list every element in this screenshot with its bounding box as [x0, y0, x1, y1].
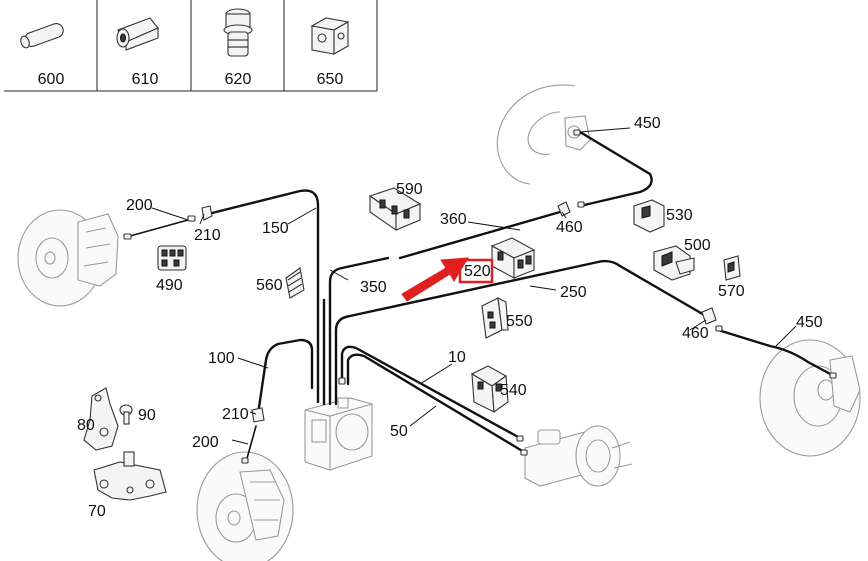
pipe-150[interactable] [210, 189, 320, 390]
callout-360[interactable]: 360 [440, 211, 467, 228]
rear-right-brake-disc-bottom [759, 339, 861, 457]
part-490-clip[interactable] [157, 245, 187, 271]
callout-250[interactable]: 250 [560, 284, 587, 301]
rear-right-brake-disc-top [496, 84, 591, 185]
callout-590[interactable]: 590 [396, 181, 423, 198]
brake-pipes [129, 130, 836, 463]
callout-350[interactable]: 350 [360, 279, 387, 296]
part-620-fitting-icon[interactable] [223, 8, 253, 57]
callout-10[interactable]: 10 [448, 349, 466, 366]
pipe-10[interactable] [340, 345, 522, 440]
callout-90[interactable]: 90 [138, 407, 156, 424]
master-cylinder-booster [524, 425, 633, 487]
header-parts-table: 600 610 620 650 [4, 0, 378, 92]
callout-100[interactable]: 100 [208, 350, 235, 367]
callout-520[interactable]: 520 [464, 263, 491, 280]
callout-460[interactable]: 460 [556, 219, 583, 236]
highlight-box[interactable] [458, 258, 494, 284]
pipe-360[interactable] [398, 210, 562, 260]
callout-450[interactable]: 450 [796, 314, 823, 331]
highlight-annotation [401, 257, 494, 302]
part-90-bolt[interactable] [119, 404, 133, 425]
part-610-hex-coupling-icon[interactable] [116, 17, 159, 51]
callout-50[interactable]: 50 [390, 423, 408, 440]
leader-lines [151, 127, 797, 445]
callout-570[interactable]: 570 [718, 283, 745, 300]
callout-500[interactable]: 500 [684, 237, 711, 254]
pipe-450-top[interactable] [578, 130, 653, 208]
part-570-bracket[interactable] [723, 255, 741, 281]
pipe-350[interactable] [328, 256, 390, 390]
part-number-label: 610 [132, 71, 159, 88]
part-number-label: 600 [38, 71, 65, 88]
front-bottom-brake-disc [196, 451, 294, 561]
callout-490[interactable]: 490 [156, 277, 183, 294]
part-80-bracket[interactable] [83, 387, 119, 451]
pipe-50[interactable] [346, 353, 526, 454]
pipe-450-bottom[interactable] [716, 328, 836, 378]
part-590-clip-block[interactable] [368, 187, 422, 232]
callout-560[interactable]: 560 [256, 277, 283, 294]
part-540-clip[interactable] [470, 365, 509, 414]
callout-210[interactable]: 210 [222, 406, 249, 423]
part-70-bracket[interactable] [93, 451, 167, 501]
part-520-clip-block[interactable] [490, 237, 536, 279]
callout-80[interactable]: 80 [77, 417, 95, 434]
callout-150[interactable]: 150 [262, 220, 289, 237]
callout-450[interactable]: 450 [634, 115, 661, 132]
part-530-bracket[interactable] [633, 199, 665, 233]
part-650-block-icon[interactable] [310, 17, 350, 55]
callout-200[interactable]: 200 [192, 434, 219, 451]
callout-200[interactable]: 200 [126, 197, 153, 214]
pipe-fittings [123, 129, 837, 464]
front-left-brake-disc [17, 209, 119, 307]
part-550-clip[interactable] [481, 297, 509, 339]
part-560-holder[interactable] [285, 267, 305, 299]
callout-550[interactable]: 550 [506, 313, 533, 330]
callout-70[interactable]: 70 [88, 503, 106, 520]
highlight-arrow [401, 257, 469, 302]
callout-210[interactable]: 210 [194, 227, 221, 244]
pipe-250[interactable] [334, 259, 708, 390]
part-number-label: 650 [317, 71, 344, 88]
callout-540[interactable]: 540 [500, 382, 527, 399]
part-600-sleeve-icon[interactable] [19, 22, 65, 49]
abs-hydraulic-unit [304, 397, 373, 471]
part-number-label: 620 [225, 71, 252, 88]
callout-460[interactable]: 460 [682, 325, 709, 342]
callout-530[interactable]: 530 [666, 207, 693, 224]
pipe-100[interactable] [256, 338, 314, 416]
callout-labels: 450 590 360 460 530 200 210 150 490 500 … [77, 115, 823, 520]
part-500-bracket[interactable] [653, 245, 695, 281]
